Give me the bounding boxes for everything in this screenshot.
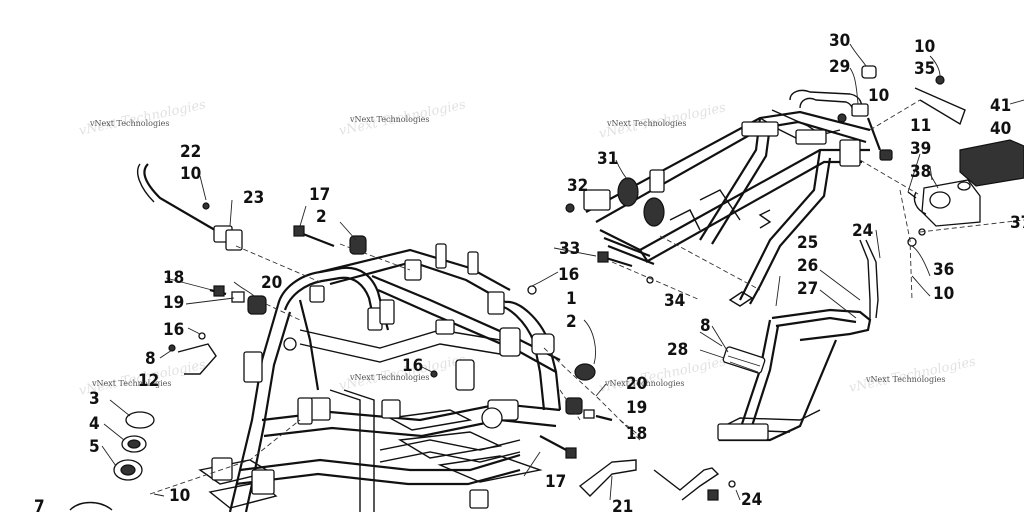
watermark: vNext Technologies [606,119,686,128]
watermark: vNext Technologies [349,373,429,382]
callout-33: 33 [559,239,580,259]
callout-10: 10 [868,86,889,106]
callout-38: 38 [910,162,931,182]
watermark: vNext Technologies [865,375,945,384]
callout-2: 2 [316,207,327,227]
callout-20: 20 [261,273,282,293]
callout-5: 5 [89,437,100,457]
callout-28: 28 [667,340,688,360]
callout-25: 25 [797,233,818,253]
callout-22: 22 [180,142,201,162]
watermark-shadow: vNext Technologies [598,354,728,396]
watermark: vNext Technologies [89,119,169,128]
callout-36: 36 [933,260,954,280]
callout-18: 18 [163,268,184,288]
callout-32: 32 [567,176,588,196]
callout-16: 16 [558,265,579,285]
callout-10: 10 [933,284,954,304]
callout-29: 29 [829,57,850,77]
taillight-assembly [907,139,1024,247]
callout-8: 8 [145,349,156,369]
callout-2: 2 [566,312,577,332]
callout-11: 11 [910,116,931,136]
callout-1: 1 [566,289,577,309]
leader-lines [101,43,1024,501]
callout-20: 20 [626,374,647,394]
callout-17: 17 [545,472,566,492]
callout-10: 10 [169,486,190,506]
watermark: vNext Technologies [349,115,429,124]
callout-labels: 30 29 10 10 35 41 40 11 39 38 37 36 10 2… [34,31,1024,512]
callout-19: 19 [626,398,647,418]
callout-4: 4 [89,414,100,434]
callout-16: 16 [163,320,184,340]
footrest-assembly [717,239,879,442]
callout-10: 10 [180,164,201,184]
main-frame [198,243,562,512]
callout-39: 39 [910,139,931,159]
callout-12: 12 [138,371,159,391]
callout-27: 27 [797,279,818,299]
callout-26: 26 [797,256,818,276]
callout-19: 19 [163,293,184,313]
callout-37: 37 [1010,213,1024,233]
callout-8: 8 [700,316,711,336]
callout-16: 16 [402,356,423,376]
callout-7: 7 [34,497,45,512]
callout-30: 30 [829,31,850,51]
callout-18: 18 [626,424,647,444]
callout-3: 3 [89,389,100,409]
callout-23: 23 [243,188,264,208]
callout-10: 10 [914,37,935,57]
callout-41: 41 [990,96,1011,116]
callout-40: 40 [990,119,1011,139]
callout-24: 24 [741,490,762,510]
callout-17: 17 [309,185,330,205]
watermark: vNext Technologies [91,379,171,388]
callout-24: 24 [852,221,873,241]
callout-31: 31 [597,149,618,169]
callout-34: 34 [664,291,685,311]
watermark: vNext Technologies [604,379,684,388]
callout-21: 21 [612,497,633,512]
callout-35: 35 [914,59,935,79]
hardware-parts [69,65,966,511]
